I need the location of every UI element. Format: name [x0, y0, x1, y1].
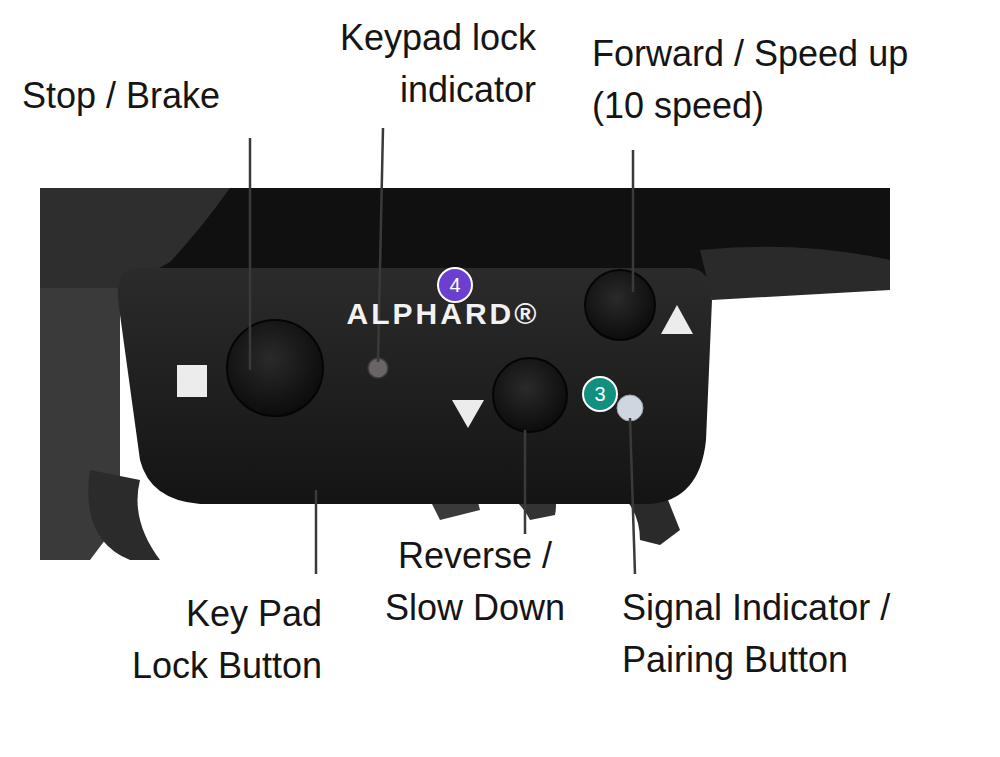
callout-label: Keypad lock indicator [296, 12, 536, 116]
callout-number-text: 4 [449, 275, 460, 295]
brand-logo: ALPHARD® [318, 296, 568, 332]
forward-button [585, 270, 655, 340]
callout-label: Reverse / Slow Down [365, 530, 585, 634]
signal-led [617, 395, 643, 421]
callout-label: Key Pad Lock Button [117, 588, 322, 692]
stop-button [227, 320, 323, 416]
handle-right [700, 247, 890, 300]
down-symbol [452, 400, 484, 428]
reverse-button [493, 358, 567, 432]
callout-number: 3 [582, 376, 618, 412]
callout-label: Forward / Speed up (10 speed) [592, 28, 937, 132]
leg-left [88, 470, 160, 560]
controller-body [118, 268, 712, 504]
callout-label: Signal Indicator / Pairing Button [622, 582, 952, 686]
up-symbol [661, 305, 693, 334]
callout-number-text: 3 [594, 384, 605, 404]
callout-label: Stop / Brake [22, 70, 282, 122]
leader-lines [250, 128, 635, 574]
callout-number: 4 [437, 267, 473, 303]
stop-symbol [177, 365, 207, 397]
